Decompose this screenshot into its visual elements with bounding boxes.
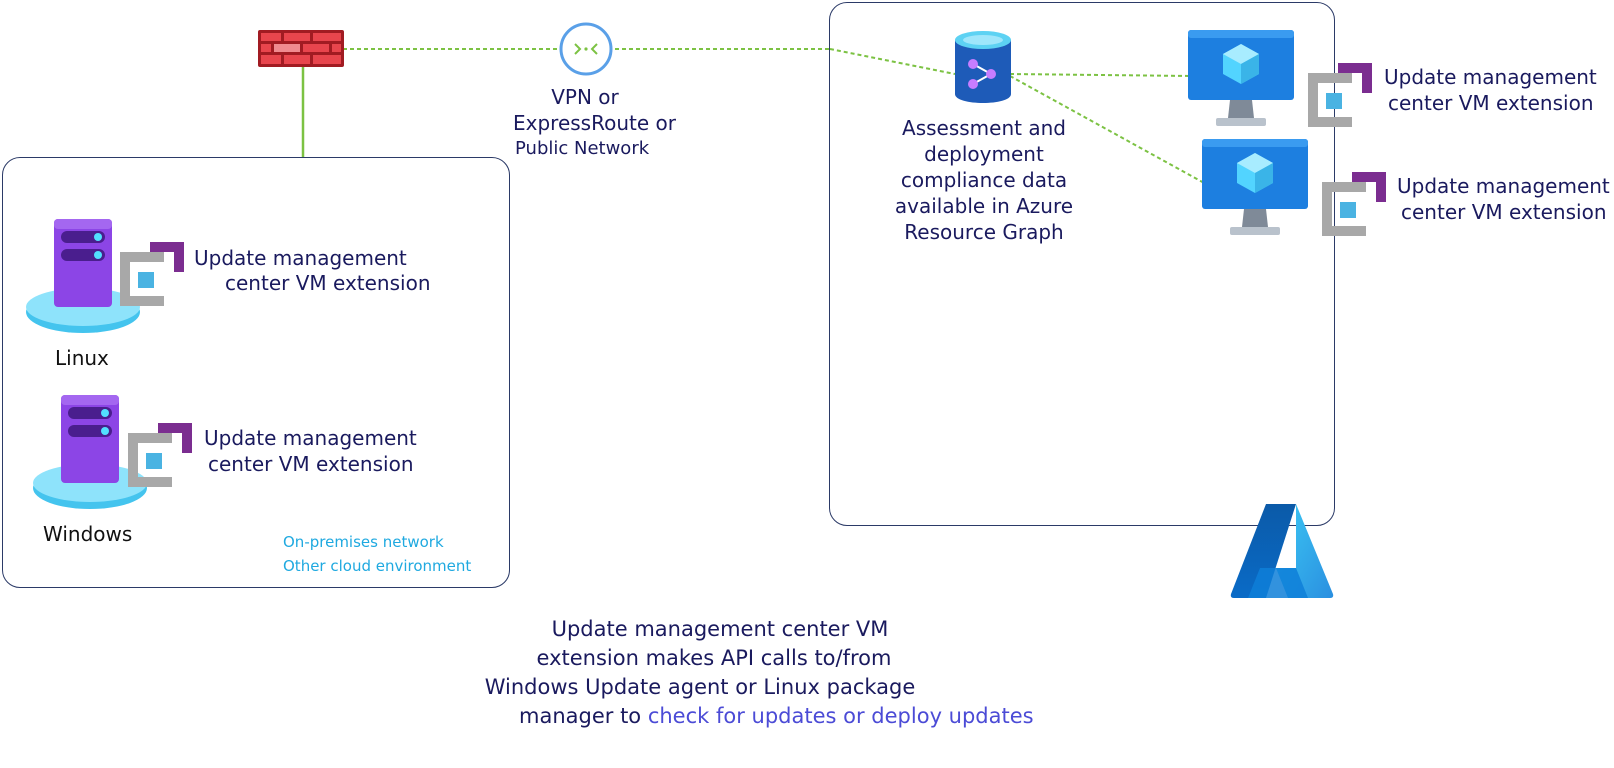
graph-label-line4: available in Azure [894, 194, 1074, 218]
windows-extension-label-line1: Update management [204, 426, 417, 450]
graph-label-line5: Resource Graph [904, 220, 1064, 244]
graph-link-line [829, 48, 956, 75]
vm2-extension-icon [1322, 172, 1386, 236]
linux-extension-label-line1: Update management [194, 246, 407, 270]
vm2-extension-label-line2: center VM extension [1401, 200, 1607, 224]
vm1-extension-icon [1308, 63, 1372, 127]
vm1-monitor-icon [1188, 30, 1294, 126]
caption-line1: Update management center VM [551, 617, 889, 641]
vm2-extension-label-line1: Update management [1397, 174, 1610, 198]
resource-graph-icon [955, 31, 1011, 103]
caption-line4-prefix: manager to [519, 704, 648, 728]
windows-server-icon [33, 395, 147, 509]
check-updates-link[interactable]: check for updates or deploy updates [647, 704, 1034, 728]
firewall-icon [258, 30, 344, 67]
caption-line4: manager to check for updates or deploy u… [519, 704, 1034, 729]
vm2-monitor-icon [1202, 139, 1308, 235]
windows-extension-icon [128, 423, 192, 487]
vpn-label-line1: VPN or [551, 85, 619, 109]
linux-server-icon [26, 219, 140, 333]
caption-line2: extension makes API calls to/from [536, 646, 892, 670]
onprem-note-line2: Other cloud environment [283, 557, 472, 575]
vpn-label-line2: ExpressRoute or [513, 111, 676, 135]
caption-line3: Windows Update agent or Linux package [484, 675, 916, 699]
linux-extension-label-line2: center VM extension [225, 271, 431, 295]
windows-extension-label-line2: center VM extension [208, 452, 414, 476]
windows-label: Windows [43, 522, 133, 546]
onprem-note-line1: On-premises network [283, 533, 444, 551]
linux-extension-icon [120, 242, 184, 306]
azure-box [829, 2, 1335, 526]
vpn-gateway-icon [559, 22, 613, 76]
vpn-label-line3: Public Network [515, 138, 650, 159]
graph-label-line1: Assessment and [902, 116, 1066, 140]
graph-vm2-line [1009, 75, 1207, 185]
onprem-box [2, 157, 510, 588]
graph-vm1-line [1009, 73, 1193, 77]
graph-label-line2: deployment [924, 142, 1044, 166]
graph-label-line3: compliance data [900, 168, 1068, 192]
azure-logo-icon [1230, 504, 1334, 598]
vm1-extension-label-line1: Update management [1384, 65, 1597, 89]
vm1-extension-label-line2: center VM extension [1388, 91, 1594, 115]
linux-label: Linux [55, 346, 109, 370]
